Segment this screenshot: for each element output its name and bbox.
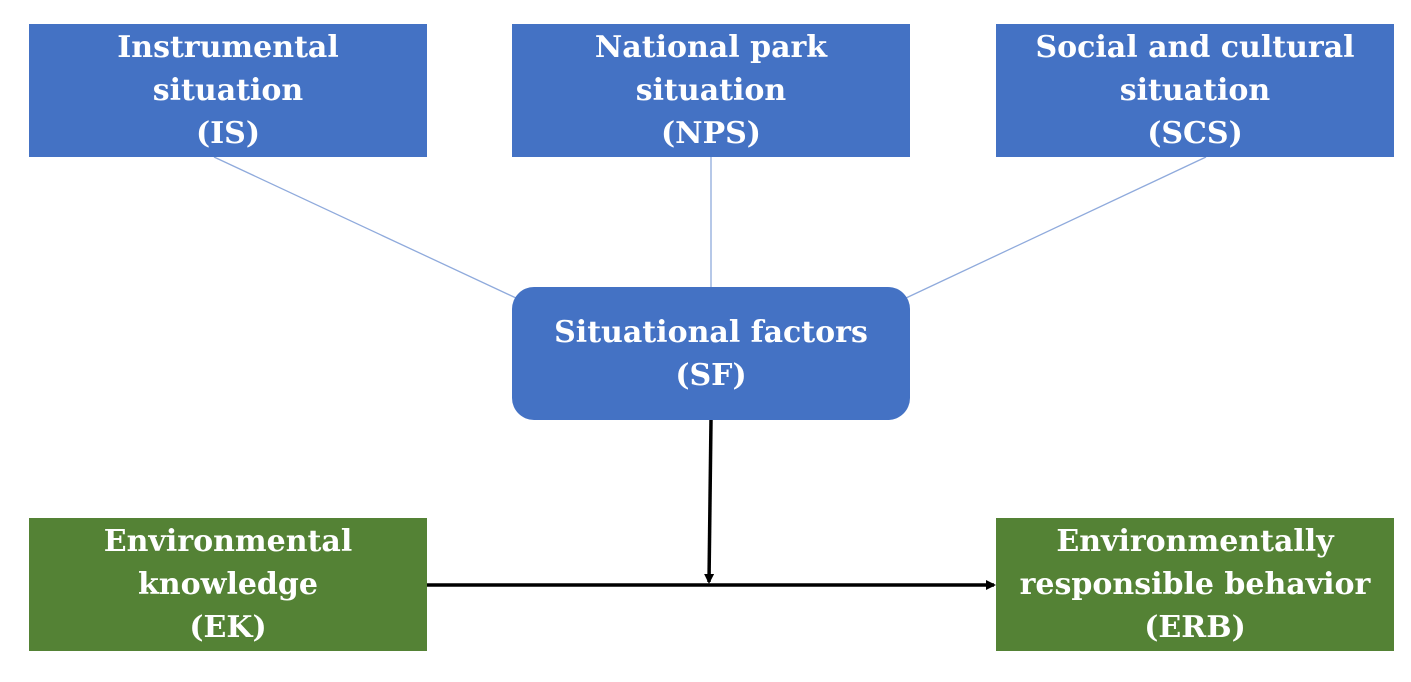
- node-sf-line-2: (SF): [675, 357, 747, 393]
- node-environmentally-responsible-behavior: Environmentally responsible behavior (ER…: [996, 518, 1394, 651]
- node-nps-line-3: (NPS): [660, 116, 762, 151]
- node-environmental-knowledge: Environmental knowledge (EK): [29, 518, 427, 651]
- node-is-line-2: situation: [152, 73, 304, 108]
- node-erb-line-2: responsible behavior: [1019, 567, 1371, 602]
- node-ek-line-2: knowledge: [138, 567, 318, 602]
- node-erb-line-3: (ERB): [1144, 610, 1246, 645]
- node-ek-line-1: Environmental: [103, 524, 353, 559]
- node-scs-line-1: Social and cultural: [1035, 30, 1355, 65]
- node-erb-line-1: Environmentally: [1056, 524, 1334, 559]
- node-ek-line-3: (EK): [189, 610, 267, 645]
- node-nps-line-1: National park: [594, 30, 828, 65]
- node-social-cultural-situation: Social and cultural situation (SCS): [996, 24, 1394, 157]
- node-instrumental-situation: Instrumental situation (IS): [29, 24, 427, 157]
- edge-sf-moderation-arrow: [704, 419, 715, 584]
- node-national-park-situation: National park situation (NPS): [512, 24, 910, 157]
- node-scs-line-2: situation: [1119, 73, 1271, 108]
- node-sf-line-1: Situational factors: [554, 314, 868, 350]
- node-situational-factors: Situational factors (SF): [512, 287, 910, 420]
- node-nps-line-2: situation: [635, 73, 787, 108]
- node-is-line-3: (IS): [195, 116, 261, 151]
- node-scs-line-3: (SCS): [1147, 116, 1243, 151]
- edge-is-sf: [213, 156, 517, 299]
- node-is-line-1: Instrumental: [117, 30, 339, 65]
- edge-scs-sf: [905, 156, 1207, 299]
